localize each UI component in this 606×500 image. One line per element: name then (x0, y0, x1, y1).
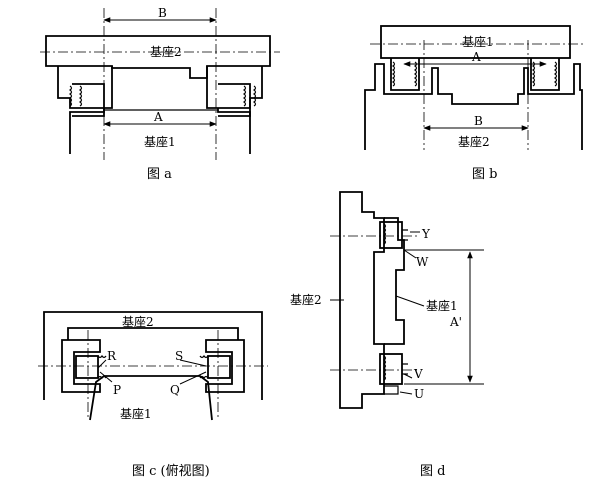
top-pin (379, 221, 403, 249)
c-bottom-label: 基座1 (120, 406, 152, 421)
base1-left (69, 108, 105, 154)
a-caption: 图 a (147, 167, 172, 182)
d-point-w: W (416, 255, 429, 269)
b-caption: 图 b (472, 167, 497, 182)
c-point-r: R (107, 349, 117, 363)
diagram-d (330, 191, 484, 409)
diagram-c (38, 311, 268, 421)
d-point-y: Y (421, 227, 431, 241)
right-pin (207, 355, 231, 379)
bottom-pin (379, 353, 403, 385)
b-dim-top: A (471, 50, 481, 64)
a-top-label: 基座2 (150, 44, 182, 59)
diagram-b (364, 25, 586, 150)
b-top-label: 基座1 (462, 34, 494, 49)
d-point-v: V (413, 367, 423, 381)
base1-outline (89, 375, 213, 421)
c-caption: 图 c (俯视图) (132, 463, 210, 479)
base2-outline (43, 311, 263, 400)
c-point-s: S (175, 349, 183, 363)
b-dim-bottom: B (474, 114, 483, 128)
right-pin (218, 83, 251, 117)
base1-plate (380, 25, 571, 59)
a-dim-bottom: A (153, 110, 163, 124)
base1-body (384, 217, 405, 345)
a-bottom-label: 基座1 (144, 134, 176, 149)
left-pin (390, 58, 420, 91)
d-right-label: 基座1 (426, 298, 458, 313)
base2-plate (339, 191, 385, 409)
base1-right (217, 108, 251, 154)
left-block (57, 66, 113, 109)
diagram-a (40, 8, 280, 160)
d-caption: 图 d (420, 464, 445, 479)
a-dim-top: B (158, 6, 167, 20)
d-left-label: 基座2 (290, 292, 322, 307)
c-top-label: 基座2 (122, 314, 154, 329)
c-point-q: Q (170, 383, 180, 397)
d-dim-label: A' (449, 315, 462, 329)
right-pin (530, 58, 560, 91)
d-point-u: U (414, 387, 424, 401)
right-block (205, 339, 245, 393)
left-block (61, 339, 101, 393)
base2-body (364, 63, 583, 150)
base2-plate (45, 35, 271, 79)
b-bottom-label: 基座2 (458, 134, 490, 149)
c-point-p: P (113, 383, 121, 397)
base2-inner (67, 327, 239, 340)
left-pin (75, 355, 99, 379)
